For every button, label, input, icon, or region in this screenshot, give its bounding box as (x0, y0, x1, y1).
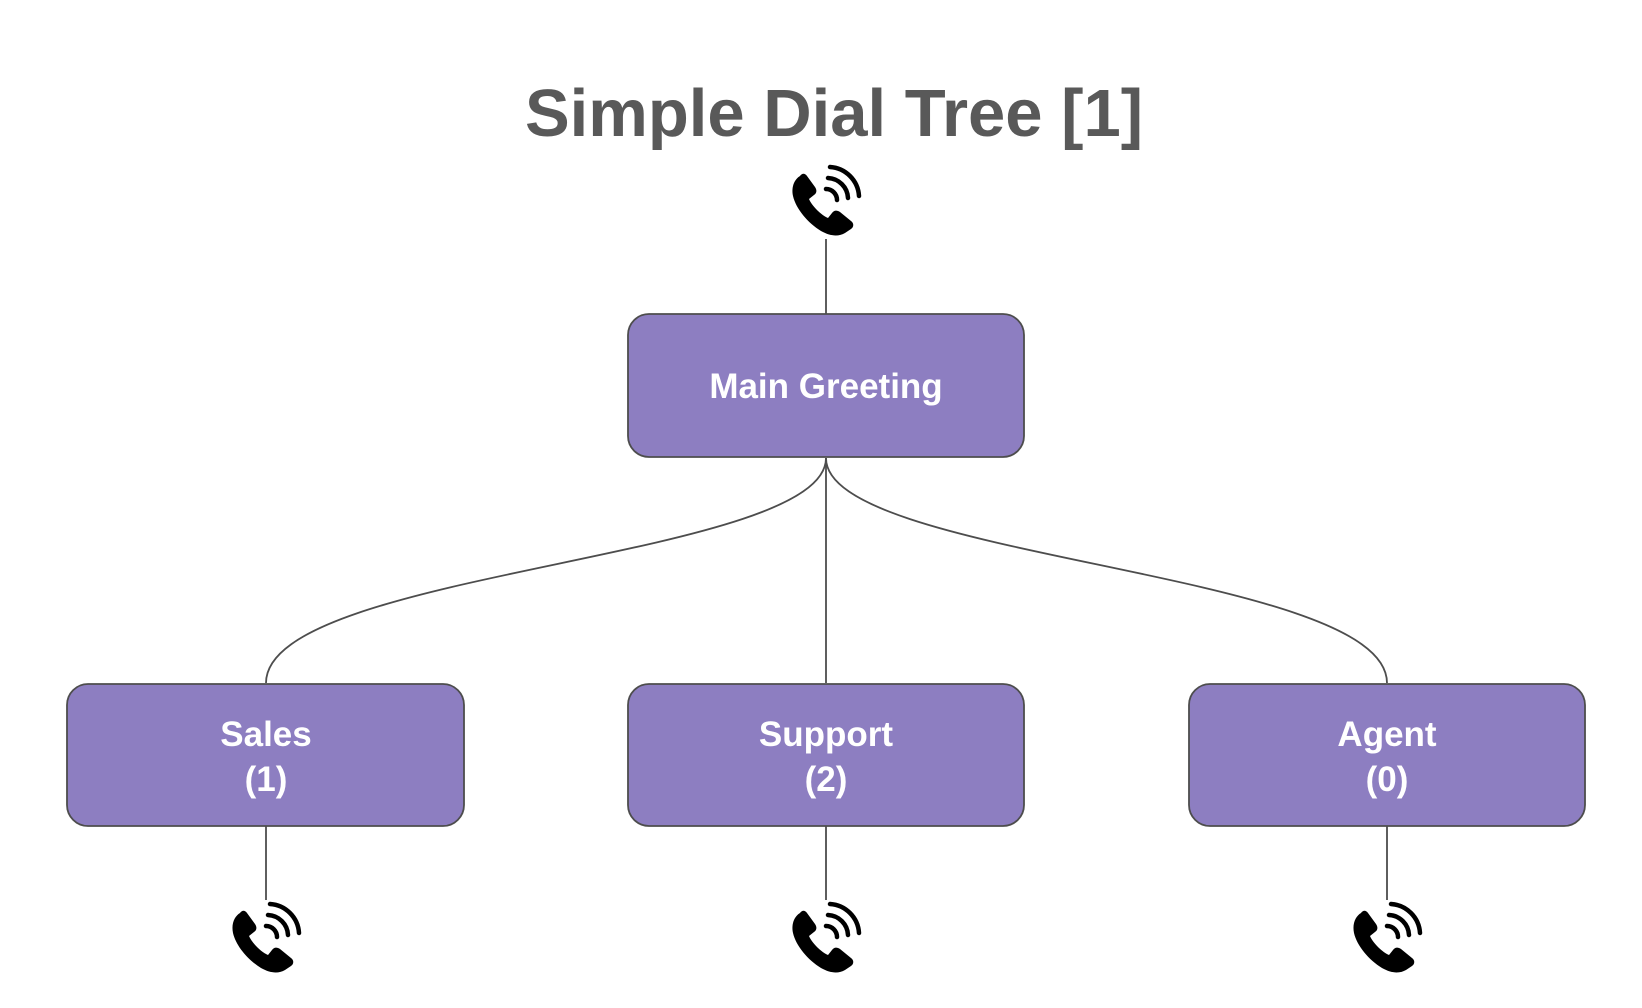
node-support-digit: (2) (805, 760, 848, 799)
node-main-greeting-label: Main Greeting (709, 367, 942, 406)
diagram-title: Simple Dial Tree [1] (525, 76, 1143, 151)
phone-ringing-icon (788, 900, 864, 976)
node-support: Support (2) (627, 683, 1025, 827)
node-agent: Agent (0) (1188, 683, 1586, 827)
phone-ringing-icon (228, 900, 304, 976)
node-sales-digit: (1) (245, 760, 288, 799)
edge-main-greeting-to-sales (265, 457, 827, 684)
phone-ringing-icon (788, 163, 864, 239)
node-agent-digit: (0) (1366, 760, 1409, 799)
node-support-label: Support (759, 715, 893, 754)
node-main-greeting: Main Greeting (627, 313, 1025, 458)
node-agent-label: Agent (1337, 715, 1437, 754)
node-sales: Sales (1) (66, 683, 465, 827)
edges (265, 238, 1388, 902)
phone-ringing-icon (1349, 900, 1425, 976)
edge-main-greeting-to-agent (825, 457, 1388, 684)
node-sales-label: Sales (220, 715, 311, 754)
